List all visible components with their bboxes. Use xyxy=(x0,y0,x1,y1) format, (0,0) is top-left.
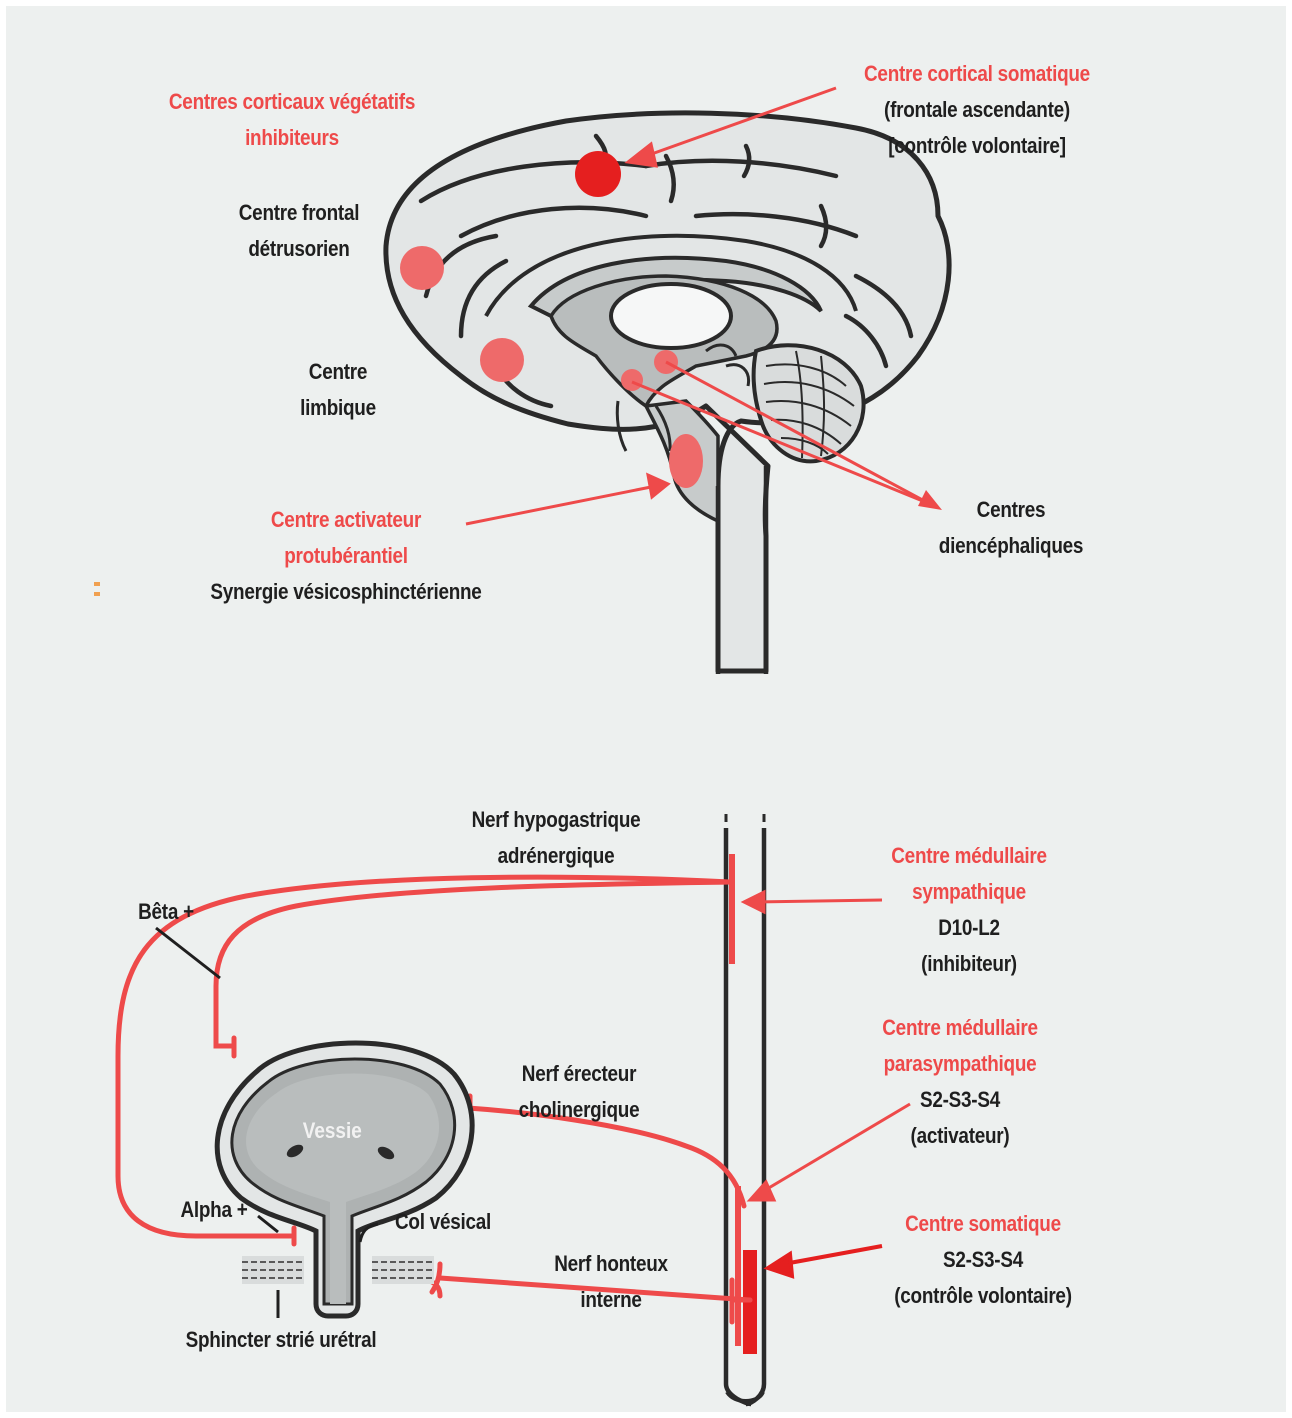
label-line: Synergie vésicosphinctérienne xyxy=(189,574,502,610)
label-line: interne xyxy=(534,1282,687,1318)
label-line: (contrôle volontaire) xyxy=(876,1278,1091,1314)
diagram-canvas: Centres corticaux végétatifs inhibiteurs… xyxy=(6,6,1286,1412)
label-line: Centres xyxy=(938,492,1084,528)
label-line: S2-S3-S4 xyxy=(876,1242,1091,1278)
label-line: Centre médullaire xyxy=(877,838,1061,874)
label-line: [contrôle volontaire] xyxy=(833,128,1120,164)
label-alpha: Alpha + xyxy=(171,1192,257,1228)
label-line: Bêta + xyxy=(123,894,209,930)
label-line: Alpha + xyxy=(171,1192,257,1228)
label-line: sympathique xyxy=(877,874,1061,910)
label-bladder-neck: Col vésical xyxy=(387,1204,499,1240)
label-line: Centre somatique xyxy=(876,1206,1091,1242)
speck xyxy=(94,592,100,596)
label-frontal-centre: Centre frontal détrusorien xyxy=(217,195,380,267)
label-diencephalic-centres: Centres diencéphaliques xyxy=(938,492,1084,564)
label-line: diencéphaliques xyxy=(938,528,1084,564)
label-line: (frontale ascendante) xyxy=(833,92,1120,128)
label-pudendal-nerve: Nerf honteux interne xyxy=(534,1246,687,1318)
label-erector-nerve: Nerf érecteur cholinergique xyxy=(497,1056,660,1128)
label-sympathetic-centre: Centre médullaire sympathique D10-L2 (in… xyxy=(877,838,1061,982)
diencephalic-centre-2 xyxy=(621,369,643,391)
label-cortical-vegetative-centres: Centres corticaux végétatifs inhibiteurs xyxy=(148,84,437,156)
label-line: détrusorien xyxy=(217,231,380,267)
label-line: Centre cortical somatique xyxy=(833,56,1120,92)
label-line: (activateur) xyxy=(862,1118,1058,1154)
limbic-centre xyxy=(480,338,524,382)
label-pontine-centre: Centre activateur protubérantiel Synergi… xyxy=(189,502,502,610)
label-line: Nerf érecteur xyxy=(497,1056,660,1092)
label-hypogastric-nerve: Nerf hypogastrique adrénergique xyxy=(455,802,658,874)
label-bladder: Vessie xyxy=(303,1118,362,1144)
label-line: Col vésical xyxy=(387,1204,499,1240)
label-line: Centre médullaire xyxy=(862,1010,1058,1046)
label-line: Sphincter strié urétral xyxy=(165,1322,397,1358)
cortical-somatic-centre xyxy=(575,151,621,197)
hypogastric-nerve-inner xyxy=(216,882,730,1046)
label-line: parasympathique xyxy=(862,1046,1058,1082)
label-urethral-sphincter: Sphincter strié urétral xyxy=(165,1322,397,1358)
label-line: Centre xyxy=(286,354,389,390)
label-line: Centre activateur xyxy=(189,502,502,538)
label-line: inhibiteurs xyxy=(148,120,437,156)
label-limbic-centre: Centre limbique xyxy=(286,354,389,426)
label-line: limbique xyxy=(286,390,389,426)
label-line: S2-S3-S4 xyxy=(862,1082,1058,1118)
speck xyxy=(94,582,100,586)
label-line: Nerf hypogastrique xyxy=(455,802,658,838)
label-line: adrénergique xyxy=(455,838,658,874)
label-cortical-somatic-centre: Centre cortical somatique (frontale asce… xyxy=(833,56,1120,164)
label-line: cholinergique xyxy=(497,1092,660,1128)
frontal-centre xyxy=(400,246,444,290)
label-line: D10-L2 xyxy=(877,910,1061,946)
label-line: protubérantiel xyxy=(189,538,502,574)
label-line: Centres corticaux végétatifs xyxy=(148,84,437,120)
label-line: (inhibiteur) xyxy=(877,946,1061,982)
label-parasympathetic-centre: Centre médullaire parasympathique S2-S3-… xyxy=(862,1010,1058,1154)
pontine-centre xyxy=(669,434,703,488)
label-line: Nerf honteux xyxy=(534,1246,687,1282)
lateral-ventricle xyxy=(611,284,731,348)
label-somatic-centre: Centre somatique S2-S3-S4 (contrôle volo… xyxy=(876,1206,1091,1314)
label-line: Centre frontal xyxy=(217,195,380,231)
label-beta: Bêta + xyxy=(123,894,209,930)
